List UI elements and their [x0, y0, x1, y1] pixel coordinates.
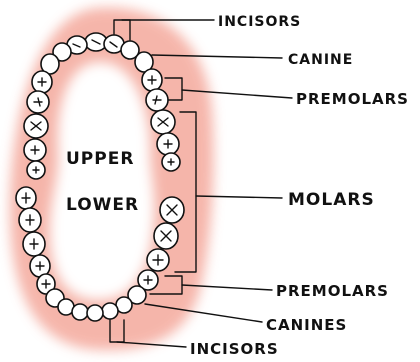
upper-arch-label: UPPER: [66, 149, 134, 169]
lower-canines-label: CANINES: [266, 316, 347, 334]
upper-canine-label: CANINE: [288, 52, 353, 68]
upper-incisors-label: INCISORS: [218, 14, 301, 30]
lower-arch-label: LOWER: [66, 195, 139, 215]
lower-incisor-tooth: [87, 305, 103, 321]
gum-area: [10, 8, 214, 351]
lower-incisors-label: INCISORS: [190, 340, 279, 358]
lower-incisor-tooth: [102, 303, 118, 319]
lower-premolars-label: PREMOLARS: [276, 282, 389, 300]
upper-premolars-label: PREMOLARS: [296, 90, 409, 108]
lower-incisor-tooth: [72, 304, 88, 320]
molars-label: MOLARS: [288, 190, 375, 210]
